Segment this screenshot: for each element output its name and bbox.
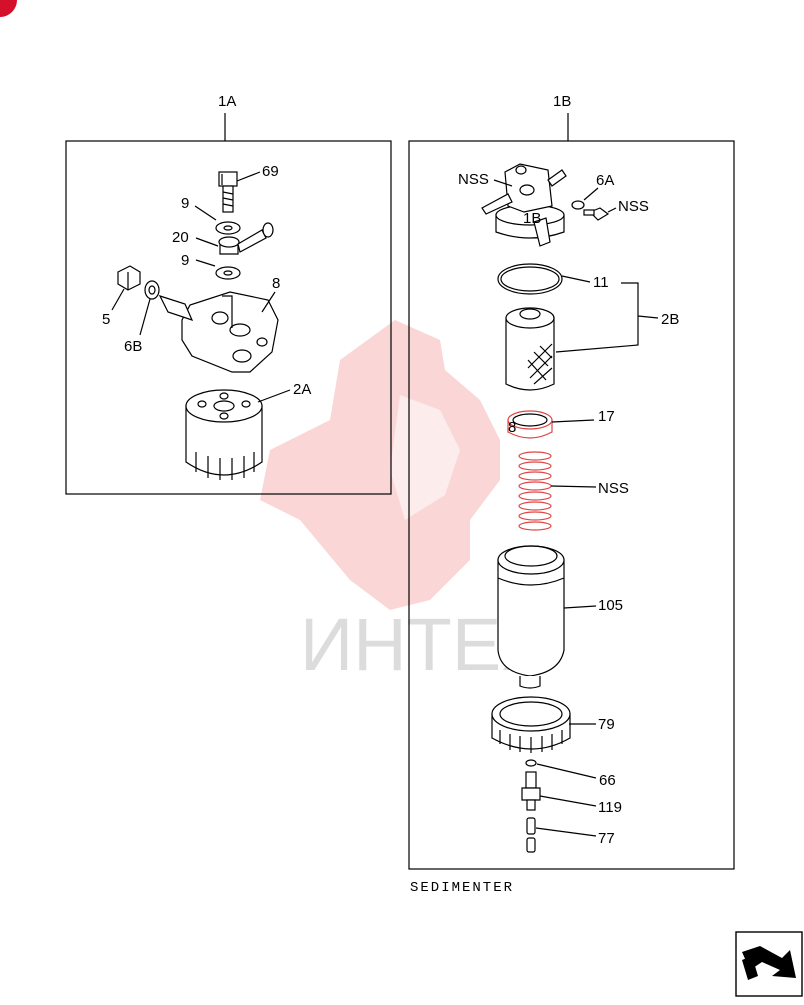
leader-8: [261, 291, 276, 313]
filter-cartridge-2a: [185, 389, 263, 480]
group-label-1a: 1A: [218, 93, 236, 110]
washer-9a: [215, 221, 241, 235]
spring-nss: [518, 451, 552, 531]
o-ring-66: [525, 759, 537, 767]
banjo-fitting-20: [218, 222, 274, 255]
leader-105: [563, 605, 597, 609]
bolt-69: [218, 171, 238, 213]
pin-77: [526, 817, 536, 853]
watermark-gear-inner: [390, 395, 460, 520]
washer-6a: [571, 200, 585, 210]
group-1b-frame: [408, 140, 735, 870]
leader-2b: [637, 315, 659, 319]
leader-66: [536, 763, 597, 779]
leader-17: [551, 419, 595, 423]
leader-6a: [583, 187, 599, 201]
bracket-2b: [555, 282, 639, 353]
o-ring-11-inner: [500, 266, 560, 292]
screw-nss: [583, 207, 610, 221]
callout-119: 119: [598, 799, 622, 816]
plug-5: [117, 265, 141, 291]
watermark-gear-icon: [260, 320, 500, 610]
o-ring-11: [497, 263, 563, 295]
leader-nss2: [607, 207, 617, 213]
next-page-arrow-icon[interactable]: [735, 931, 803, 997]
callout-69: 69: [262, 163, 279, 180]
callout-1b-part: 1B: [523, 210, 541, 227]
ring-17: [507, 410, 553, 439]
callout-8: 8: [272, 275, 280, 292]
callout-nss3: NSS: [598, 480, 629, 497]
callout-6a: 6A: [596, 172, 614, 189]
group-label-1b: 1B: [553, 93, 571, 110]
sediment-head-assembly: [481, 163, 567, 247]
callout-11: 11: [593, 274, 609, 291]
filter-element-2b: [505, 307, 555, 391]
drain-plug-119: [521, 771, 541, 811]
leader-2a: [257, 389, 291, 403]
callout-17: 17: [598, 408, 615, 425]
leader-nss3: [550, 485, 597, 488]
leader-69: [236, 171, 261, 182]
leader-9a: [194, 205, 217, 221]
callout-105: 105: [598, 597, 623, 614]
leader-9b: [195, 259, 216, 267]
leader-20: [195, 237, 219, 247]
callout-2a: 2A: [293, 381, 311, 398]
sediment-bowl-105: [497, 545, 565, 689]
callout-nss2: NSS: [618, 198, 649, 215]
callout-20: 20: [172, 229, 189, 246]
callout-66: 66: [599, 772, 616, 789]
callout-nss1: NSS: [458, 171, 489, 188]
callout-79: 79: [598, 716, 615, 733]
callout-9b: 9: [181, 252, 189, 269]
ring-nut-79: [491, 696, 571, 753]
callout-6b: 6B: [124, 338, 142, 355]
leader-119: [539, 795, 597, 807]
group-1a-frame: [65, 140, 392, 495]
diagram-caption: SEDIMENTER: [410, 880, 514, 896]
callout-9a: 9: [181, 195, 189, 212]
leader-11: [561, 275, 591, 283]
washer-6b: [144, 280, 160, 300]
callout-77: 77: [598, 830, 615, 847]
corner-mark-icon: [0, 0, 17, 17]
leader-5: [111, 288, 125, 311]
washer-9b: [215, 266, 241, 280]
callout-2b: 2B: [661, 311, 679, 328]
callout-8b: 8: [508, 419, 516, 436]
leader-6b: [139, 298, 151, 336]
filter-head-8: [158, 291, 279, 373]
leader-77: [535, 827, 597, 837]
callout-5: 5: [102, 311, 110, 328]
leader-nss1: [493, 179, 513, 187]
